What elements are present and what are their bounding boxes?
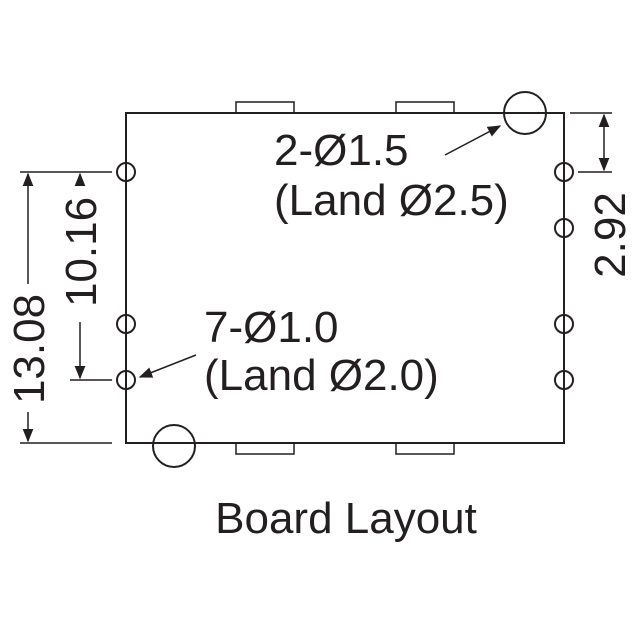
large-hole-callout-line2: (Land Ø2.5) bbox=[274, 176, 509, 225]
top-tab-right bbox=[395, 101, 455, 114]
small-hole-callout-line2: (Land Ø2.0) bbox=[204, 351, 439, 400]
small-hole-left-2 bbox=[116, 314, 136, 334]
dim-label-2-92: 2.92 bbox=[586, 192, 635, 278]
dim-label-10-16: 10.16 bbox=[57, 197, 106, 307]
board-outline bbox=[125, 112, 565, 444]
small-hole-right-4 bbox=[554, 370, 574, 390]
large-hole-bottom-left bbox=[152, 424, 196, 468]
small-hole-leader bbox=[138, 354, 197, 378]
small-hole-left-1 bbox=[116, 162, 136, 182]
bottom-tab-left bbox=[235, 442, 295, 455]
top-tab-left bbox=[235, 101, 295, 114]
bottom-tab-right bbox=[395, 442, 455, 455]
small-hole-callout-line1: 7-Ø1.0 bbox=[204, 303, 339, 352]
large-hole-top-right bbox=[503, 91, 547, 135]
diagram-title: Board Layout bbox=[215, 494, 477, 543]
small-hole-right-2 bbox=[554, 218, 574, 238]
small-hole-right-3 bbox=[554, 314, 574, 334]
small-hole-right-1 bbox=[554, 162, 574, 182]
large-hole-leader bbox=[444, 125, 502, 156]
dim-label-13-08: 13.08 bbox=[5, 294, 54, 404]
small-hole-left-3 bbox=[116, 370, 136, 390]
large-hole-callout-line1: 2-Ø1.5 bbox=[274, 126, 409, 175]
